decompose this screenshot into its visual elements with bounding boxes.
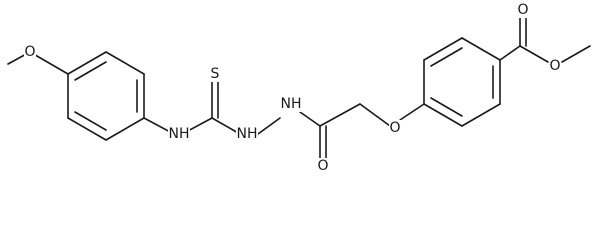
atom-label-hydrazide-nh-1: NH <box>236 126 258 142</box>
amide-carbonyl-oxygen-label: O <box>317 158 328 174</box>
atom-label-carbonyl-o: O <box>317 158 329 174</box>
atom-label-ether-o: O <box>389 120 401 136</box>
atom-label-aniline-nh: NH <box>168 126 190 142</box>
atom-label-hydrazide-nh-2: NH <box>280 96 302 112</box>
methoxyphenyl-ring <box>67 51 145 141</box>
methoxy-group <box>7 51 69 75</box>
atom-label-methoxy-o: O <box>24 44 36 60</box>
ester-carbonyl-oxygen-label: O <box>517 2 528 18</box>
atom-label-thiourea-s: S <box>208 66 222 82</box>
benzoate-ring <box>399 37 501 127</box>
methyl-ester-group <box>499 15 591 63</box>
molecule-structure: O S NH NH NH O O O O <box>7 2 591 174</box>
ester-oxygen-label: O <box>549 58 560 74</box>
ether-oxygen-label: O <box>389 120 400 136</box>
hydrazide-nh-2-label: NH <box>281 96 302 112</box>
atom-label-ester-o: O <box>549 58 561 74</box>
atom-label-ester-carbonyl-o: O <box>517 2 529 18</box>
thiosemicarbazide-chain <box>143 81 391 161</box>
aniline-nh-label: NH <box>169 126 190 142</box>
thiocarbonyl-sulfur-label: S <box>211 66 220 82</box>
methoxy-oxygen-label: O <box>24 44 35 60</box>
hydrazide-nh-1-label: NH <box>237 126 258 142</box>
